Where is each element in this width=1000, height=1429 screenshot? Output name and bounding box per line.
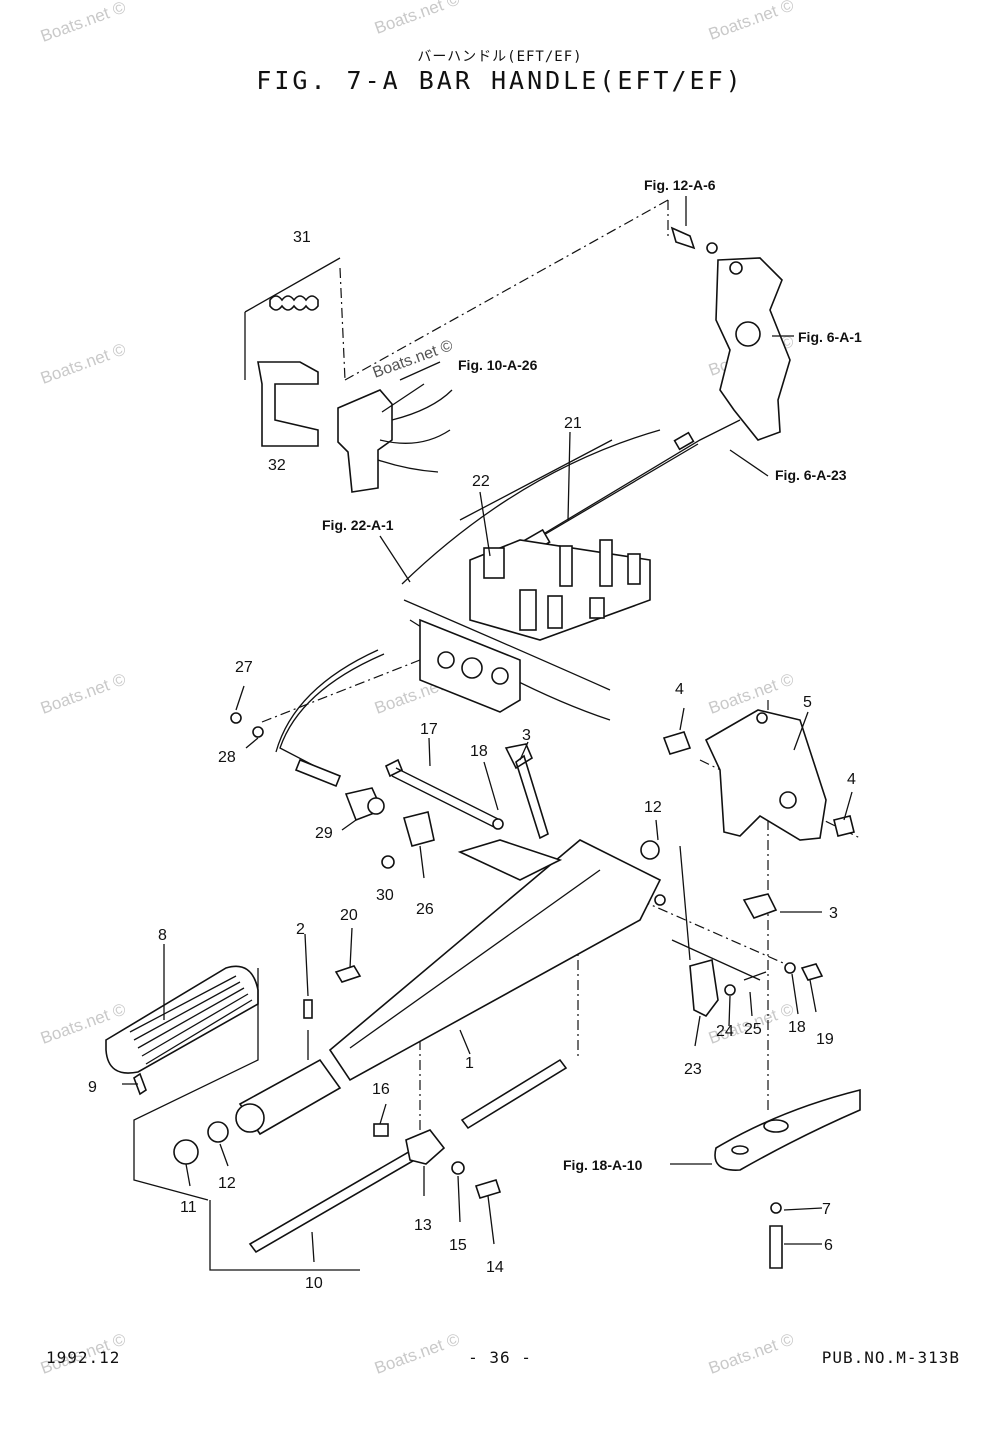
callout-21: 21 bbox=[564, 415, 582, 432]
bolt-part-3 bbox=[742, 893, 778, 919]
callout-12: 12 bbox=[644, 799, 662, 816]
fig-ref-6-a-23: Fig. 6-A-23 bbox=[775, 467, 847, 483]
bolt-part-4 bbox=[662, 731, 692, 755]
screw-part-30 bbox=[381, 855, 395, 869]
callout-29: 29 bbox=[315, 825, 333, 842]
watermark-inline: Boats.net © bbox=[371, 337, 456, 382]
bolt-part-14 bbox=[474, 1179, 502, 1199]
lever-part-23 bbox=[689, 958, 719, 1018]
callout-1: 1 bbox=[465, 1055, 474, 1072]
callout-18: 18 bbox=[470, 743, 488, 760]
callout-3b: 3 bbox=[829, 905, 838, 922]
footer-date: 1992.12 bbox=[46, 1348, 121, 1367]
handle-tube-part-1 bbox=[328, 839, 666, 1082]
callout-19: 19 bbox=[816, 1031, 834, 1048]
callout-4b: 4 bbox=[847, 771, 856, 788]
washer-part-7 bbox=[770, 1202, 782, 1214]
nut-part-16 bbox=[373, 1123, 389, 1137]
fig-ref-12-a-6: Fig. 12-A-6 bbox=[644, 177, 716, 193]
friction-parts bbox=[209, 1058, 568, 1271]
callout-30: 30 bbox=[376, 887, 394, 904]
callout-14: 14 bbox=[486, 1259, 504, 1276]
callout-8: 8 bbox=[158, 927, 167, 944]
bottom-cowling bbox=[401, 429, 661, 721]
centerline bbox=[639, 899, 791, 967]
callout-28: 28 bbox=[218, 749, 236, 766]
callout-32: 32 bbox=[268, 457, 286, 474]
right-side-parts bbox=[671, 845, 824, 1018]
callout-5: 5 bbox=[803, 694, 812, 711]
screw-part-9 bbox=[133, 1072, 147, 1096]
bushing-part-12 bbox=[640, 840, 660, 860]
figure-title: FIG. 7-A BAR HANDLE(EFT/EF) bbox=[256, 66, 744, 95]
rod-part-17 bbox=[391, 767, 501, 829]
pin-part-25 bbox=[743, 971, 767, 981]
plate-part-20 bbox=[334, 965, 362, 983]
callout-10: 10 bbox=[305, 1275, 323, 1292]
throttle-cable-part-21 bbox=[459, 419, 741, 558]
stop-switch-assembly bbox=[337, 361, 453, 493]
screw-part-27 bbox=[230, 712, 242, 724]
nut-part-19 bbox=[800, 963, 824, 981]
bracket-part-32 bbox=[257, 361, 319, 447]
fig-ref-18-a-10: Fig. 18-A-10 bbox=[563, 1157, 643, 1173]
callout-12b: 12 bbox=[218, 1175, 236, 1192]
washer-part-24 bbox=[724, 984, 736, 996]
throttle-shaft-parts bbox=[173, 965, 362, 1165]
callout-7: 7 bbox=[822, 1201, 831, 1218]
callout-20: 20 bbox=[340, 907, 358, 924]
callout-25: 25 bbox=[744, 1021, 762, 1038]
callout-3: 3 bbox=[522, 727, 531, 744]
block-part-13 bbox=[405, 1129, 446, 1165]
bushing-part-12 bbox=[207, 1121, 229, 1143]
throttle-arm-assembly bbox=[670, 226, 791, 441]
washer-part-15 bbox=[451, 1161, 465, 1175]
bolt-part-6 bbox=[769, 1225, 783, 1269]
fig-ref-6-a-1: Fig. 6-A-1 bbox=[798, 329, 862, 345]
callout-26: 26 bbox=[416, 901, 434, 918]
rod-part-10 bbox=[248, 1148, 420, 1254]
bushing-part-11 bbox=[173, 1139, 199, 1165]
callout-18b: 18 bbox=[788, 1019, 806, 1036]
callout-6: 6 bbox=[824, 1237, 833, 1254]
pin-part-2 bbox=[303, 999, 313, 1019]
callout-11: 11 bbox=[180, 1199, 197, 1216]
callout-31: 31 bbox=[293, 229, 311, 246]
washer-part-18 bbox=[492, 818, 504, 830]
callout-13: 13 bbox=[414, 1217, 432, 1234]
callout-9: 9 bbox=[88, 1079, 97, 1096]
callout-16: 16 bbox=[372, 1081, 390, 1098]
fig-ref-22-a-1: Fig. 22-A-1 bbox=[322, 517, 394, 533]
callout-4: 4 bbox=[675, 681, 684, 698]
plate-part-26 bbox=[403, 811, 435, 847]
footer-page-number: - 36 - bbox=[468, 1348, 532, 1367]
steering-arm bbox=[714, 1088, 861, 1269]
fig-ref-10-a-26: Fig. 10-A-26 bbox=[458, 357, 538, 373]
centerline bbox=[339, 267, 346, 381]
callout-23: 23 bbox=[684, 1061, 702, 1078]
spring-bracket-assembly bbox=[244, 257, 341, 447]
callout-17: 17 bbox=[420, 721, 438, 738]
bolt-part-3 bbox=[504, 743, 549, 840]
stop-cable bbox=[230, 649, 385, 788]
steering-bracket-part-5 bbox=[662, 709, 855, 841]
collar-and-plate bbox=[344, 787, 435, 869]
washer-part-18 bbox=[784, 962, 796, 974]
figure-title-japanese: バーハンドル(EFT/EF) bbox=[417, 49, 583, 65]
callout-27: 27 bbox=[235, 659, 253, 676]
footer-publication-number: PUB.NO.M-313B bbox=[821, 1348, 960, 1367]
centerline bbox=[344, 199, 669, 381]
callout-2: 2 bbox=[296, 921, 305, 938]
callout-24: 24 bbox=[716, 1023, 734, 1040]
callout-15: 15 bbox=[449, 1237, 467, 1254]
throttle-grip-part-8 bbox=[105, 965, 259, 1201]
washer-part-28 bbox=[252, 726, 264, 738]
spring-part-31 bbox=[269, 295, 319, 311]
pivot-parts-upper bbox=[384, 743, 549, 840]
callout-22: 22 bbox=[472, 473, 490, 490]
